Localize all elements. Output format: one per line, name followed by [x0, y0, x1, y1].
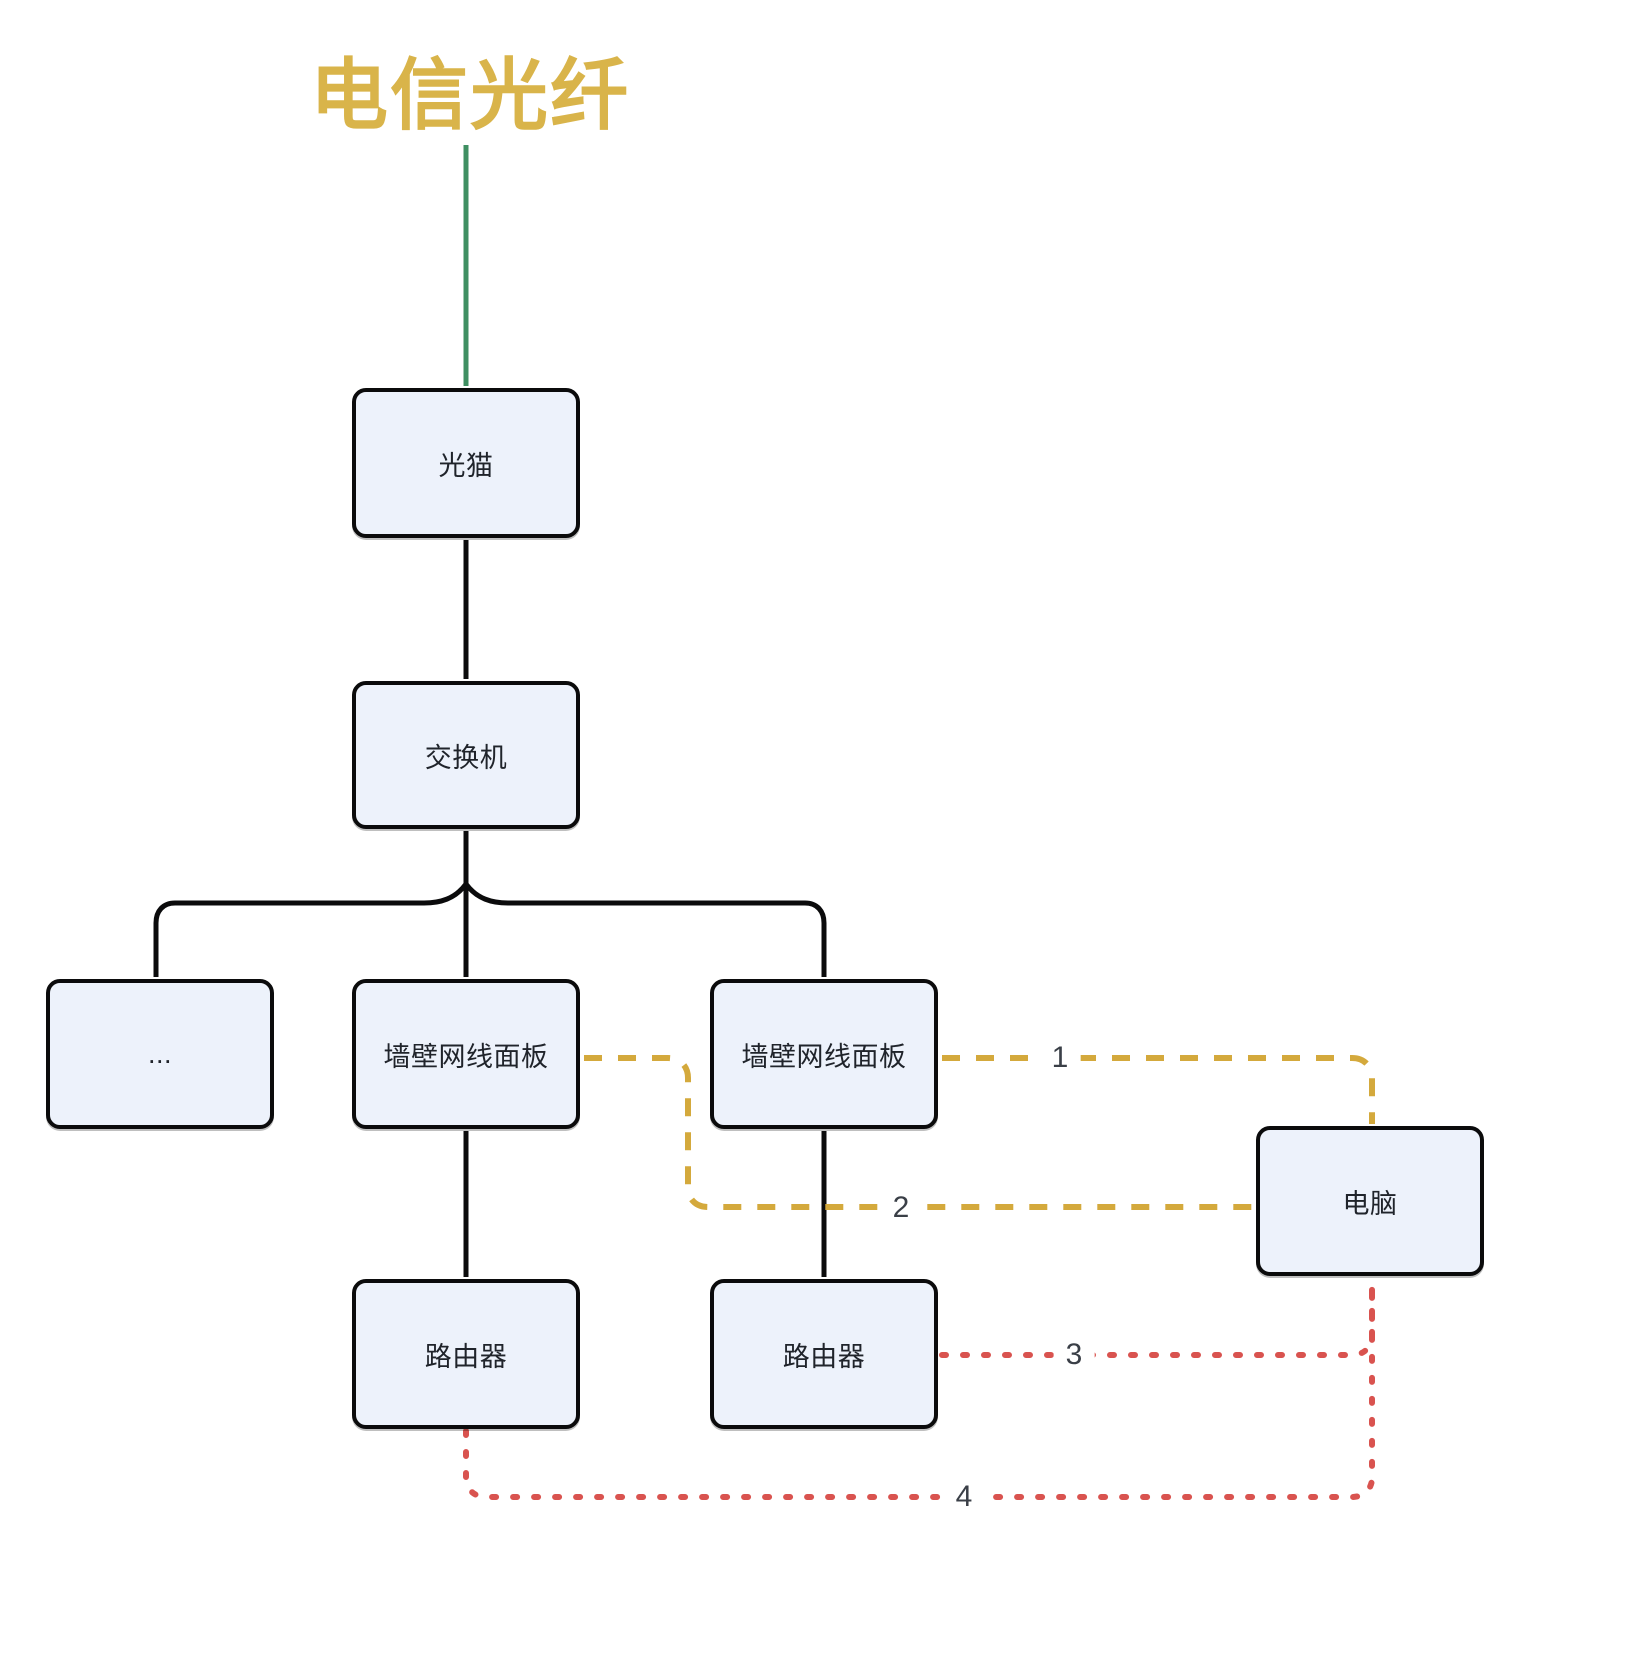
- node-computer[interactable]: 电脑: [1256, 1126, 1484, 1276]
- edge-switch-to-panel2: [463, 882, 827, 977]
- node-computer-label: 电脑: [1342, 1188, 1398, 1219]
- node-router-2-label: 路由器: [782, 1341, 866, 1372]
- node-modem-label: 光猫: [438, 450, 494, 481]
- node-ellipsis[interactable]: ...: [46, 979, 274, 1129]
- edge-panel2-to-pc: [942, 1055, 1375, 1124]
- node-router-1-label: 路由器: [424, 1341, 508, 1372]
- edge-label-4: 4: [943, 1480, 985, 1514]
- edge-panel1-to-pc: [584, 1055, 1254, 1210]
- edge-router2-to-pc: [939, 1275, 1375, 1358]
- node-wall-panel-2[interactable]: 墙壁网线面板: [710, 979, 938, 1129]
- node-wall-panel-2-label: 墙壁网线面板: [741, 1041, 907, 1072]
- node-switch[interactable]: 交换机: [352, 681, 580, 829]
- page-title: 电信光纤: [310, 51, 631, 139]
- edge-label-2: 2: [880, 1191, 922, 1225]
- node-router-1[interactable]: 路由器: [352, 1279, 580, 1429]
- edge-router1-to-pc: [463, 1275, 1375, 1500]
- node-switch-label: 交换机: [424, 742, 508, 773]
- node-router-2[interactable]: 路由器: [710, 1279, 938, 1429]
- edge-label-1: 1: [1039, 1041, 1081, 1075]
- node-modem[interactable]: 光猫: [352, 388, 580, 538]
- edge-switch-to-ellipsis: [153, 882, 469, 977]
- edge-label-3: 3: [1053, 1338, 1095, 1372]
- node-wall-panel-1[interactable]: 墙壁网线面板: [352, 979, 580, 1129]
- node-wall-panel-1-label: 墙壁网线面板: [383, 1041, 549, 1072]
- node-ellipsis-label: ...: [147, 1038, 172, 1069]
